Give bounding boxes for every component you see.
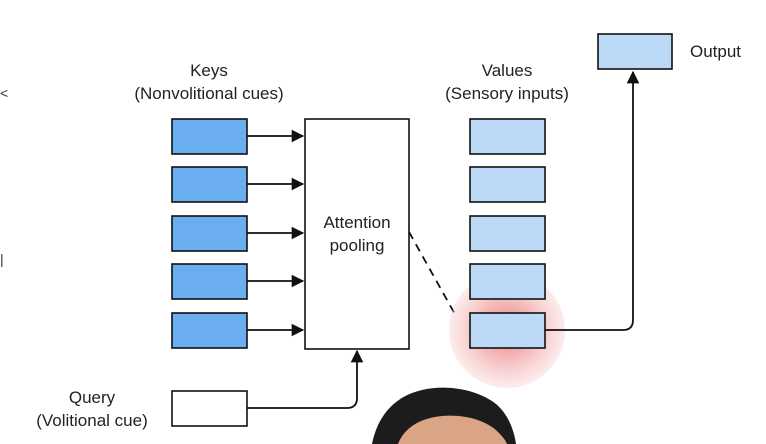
- query-title: Query: [69, 388, 116, 407]
- attention-label-line2: pooling: [330, 236, 385, 255]
- edge-mark-top: <: [0, 85, 9, 101]
- values-title: Values: [482, 61, 533, 80]
- attention-label-line1: Attention: [323, 213, 390, 232]
- output-box: [597, 33, 673, 70]
- output-arrow: [545, 70, 640, 331]
- value-box: [469, 166, 546, 203]
- attention-pooling-box: [304, 118, 410, 350]
- keys-subtitle: (Nonvolitional cues): [134, 84, 283, 103]
- key-box: [171, 118, 248, 155]
- key-box: [171, 166, 248, 203]
- value-box: [469, 215, 546, 252]
- edge-mark-middle: |: [0, 251, 4, 267]
- values-subtitle: (Sensory inputs): [445, 84, 569, 103]
- query-arrow: [247, 349, 364, 409]
- presenter-video-overlay: [372, 387, 516, 444]
- value-box: [469, 263, 546, 300]
- key-box: [171, 312, 248, 349]
- key-box: [171, 215, 248, 252]
- value-box-selected: [469, 312, 546, 349]
- query-box: [171, 390, 248, 427]
- value-box: [469, 118, 546, 155]
- attention-dashed-link: [408, 231, 457, 317]
- output-label: Output: [690, 42, 741, 61]
- keys-title: Keys: [190, 61, 228, 80]
- query-subtitle: (Volitional cue): [36, 411, 148, 430]
- key-box: [171, 263, 248, 300]
